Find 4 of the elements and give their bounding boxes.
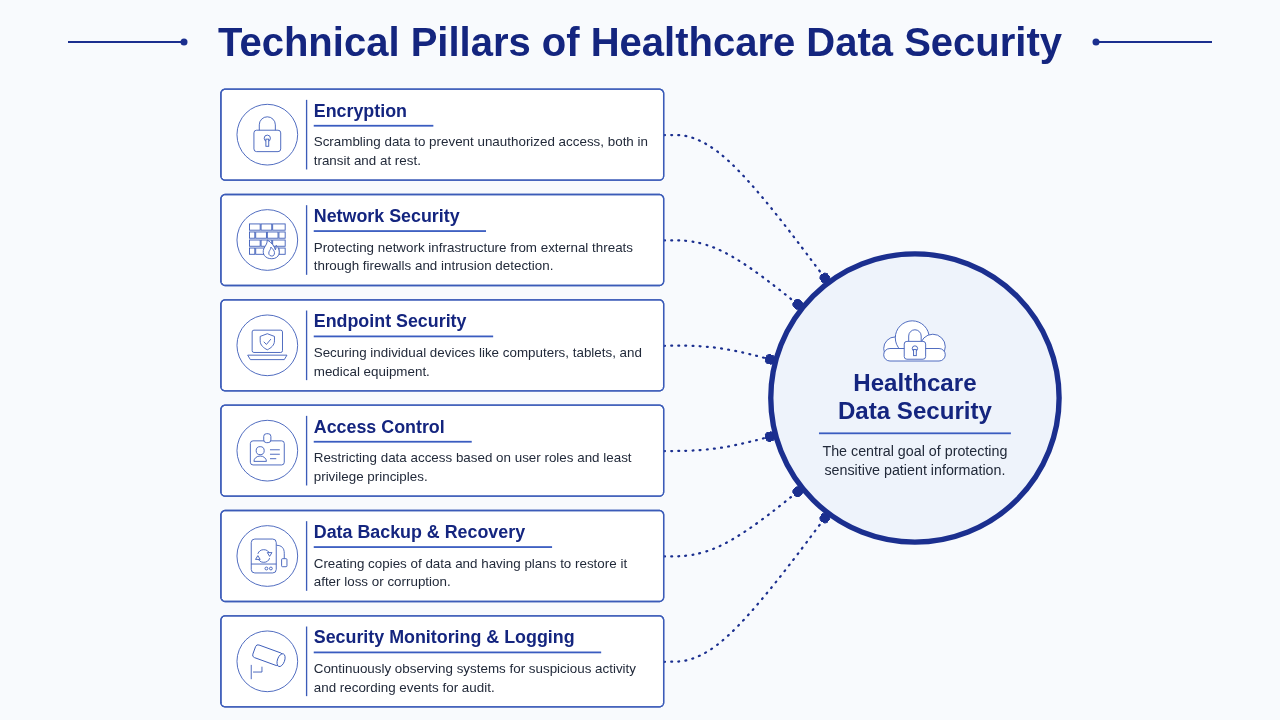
connector [663,486,804,558]
connector [663,239,804,310]
node-circle: Healthcare Data Security The central goal of protecting sensitive patient information. [768,251,1062,545]
title: Technical Pillars of Healthcare Data Security [217,19,1062,65]
